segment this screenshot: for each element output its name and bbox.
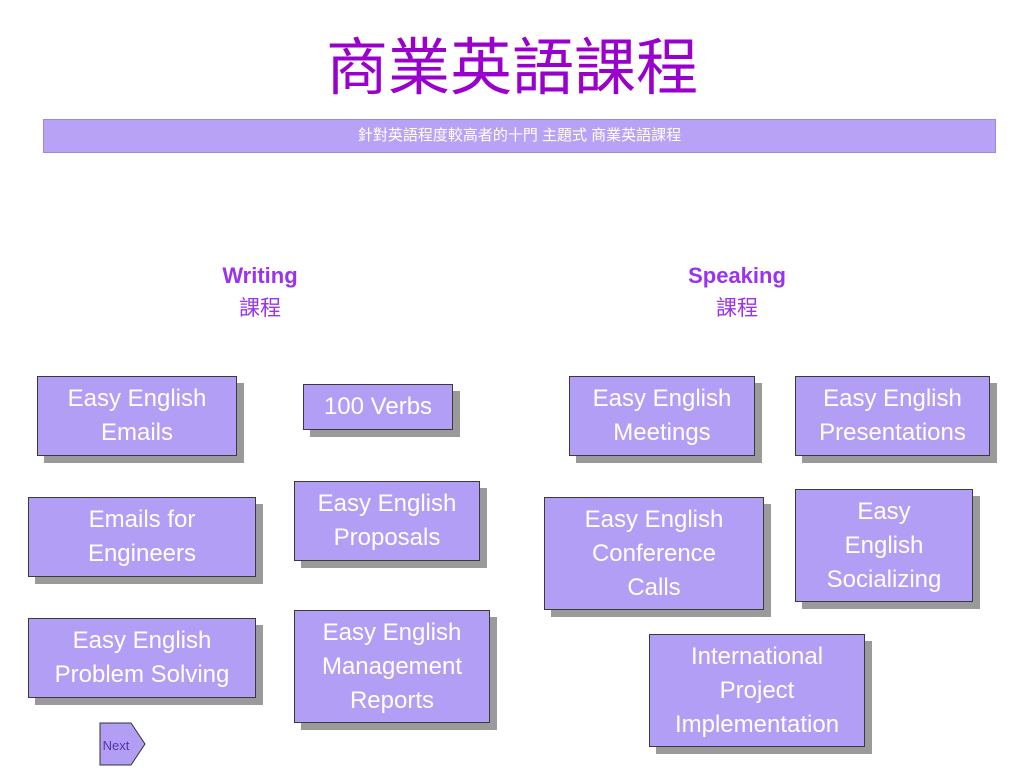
speaking-heading: Speaking 課程: [637, 260, 837, 324]
next-arrow-icon: Next: [99, 722, 146, 766]
speaking-heading-sublabel: 課程: [716, 296, 758, 320]
course-easy-english-emails[interactable]: Easy English Emails: [37, 376, 237, 456]
next-button-label: Next: [103, 738, 130, 753]
course-easy-english-conference-calls[interactable]: Easy English Conference Calls: [544, 497, 764, 610]
speaking-heading-label: Speaking: [688, 263, 786, 288]
course-100-verbs[interactable]: 100 Verbs: [303, 384, 453, 430]
course-easy-english-presentations[interactable]: Easy English Presentations: [795, 376, 990, 456]
course-easy-english-meetings[interactable]: Easy English Meetings: [569, 376, 755, 456]
writing-heading-sublabel: 課程: [239, 296, 281, 320]
course-easy-english-socializing[interactable]: Easy English Socializing: [795, 489, 973, 602]
course-easy-english-proposals[interactable]: Easy English Proposals: [294, 481, 480, 561]
writing-heading-label: Writing: [222, 263, 298, 288]
writing-heading: Writing 課程: [160, 260, 360, 324]
course-easy-english-problem-solving[interactable]: Easy English Problem Solving: [28, 618, 256, 698]
course-international-project-implementation[interactable]: International Project Implementation: [649, 634, 865, 747]
subtitle-banner: 針對英語程度較高者的十門 主題式 商業英語課程: [43, 119, 996, 153]
next-button[interactable]: Next: [99, 722, 147, 766]
course-easy-english-management-reports[interactable]: Easy English Management Reports: [294, 610, 490, 723]
course-emails-for-engineers[interactable]: Emails for Engineers: [28, 497, 256, 577]
page-title: 商業英語課程: [325, 31, 698, 104]
